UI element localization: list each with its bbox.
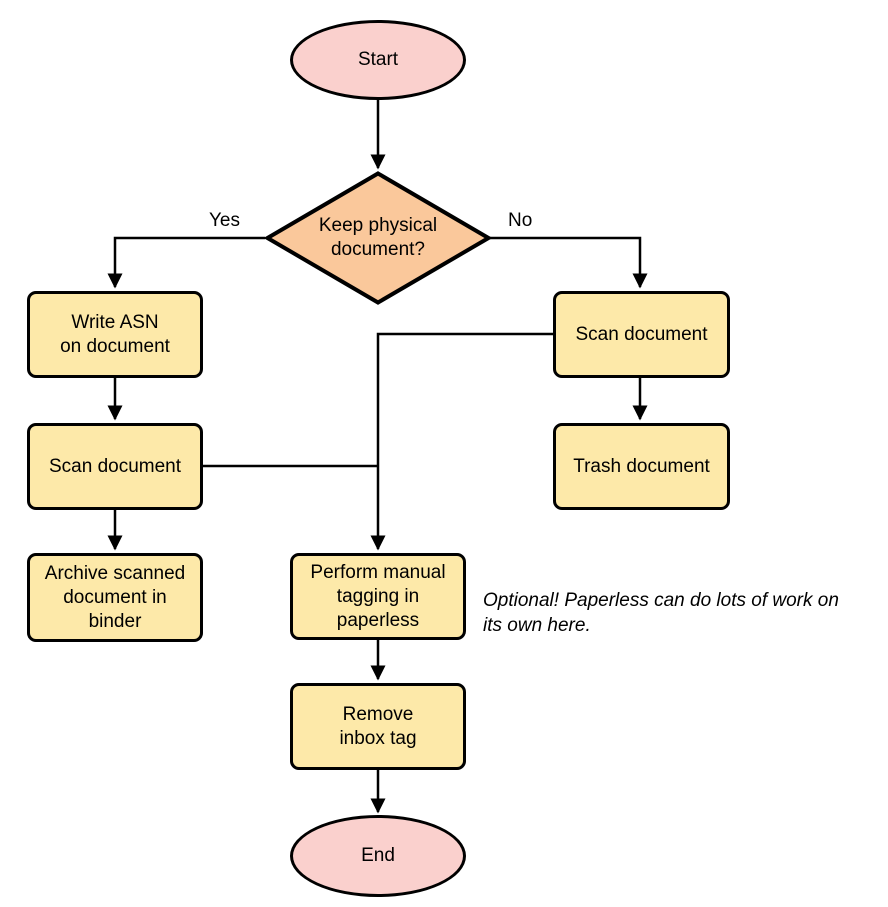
node-scan-document-left[interactable]: Scan document bbox=[27, 423, 203, 510]
node-end[interactable]: End bbox=[290, 815, 466, 897]
node-trash-document[interactable]: Trash document bbox=[553, 423, 730, 510]
node-start-label: Start bbox=[357, 49, 399, 70]
annotation-optional-note-line1: Optional! Paperless can do lots of work … bbox=[483, 590, 839, 611]
node-archive-scanned-document[interactable]: Archive scanned document in binder bbox=[27, 553, 203, 642]
node-archive-scanned-document-label-line1: Archive scanned bbox=[44, 562, 186, 584]
node-perform-manual-tagging-label-line1: Perform manual bbox=[310, 561, 446, 583]
edge-decision-yes-to-write-asn bbox=[107, 236, 265, 289]
node-scan-document-right[interactable]: Scan document bbox=[553, 291, 730, 378]
node-remove-inbox-tag[interactable]: Remove inbox tag bbox=[290, 683, 466, 770]
node-scan-document-right-label: Scan document bbox=[575, 323, 708, 345]
node-perform-manual-tagging-label-line2: tagging in bbox=[336, 585, 420, 607]
edge-scan-right-to-manual-tagging bbox=[370, 332, 553, 551]
diamond-shape bbox=[265, 171, 491, 305]
edge-label-yes: Yes bbox=[209, 210, 240, 231]
edge-label-no: No bbox=[508, 210, 533, 231]
node-start[interactable]: Start bbox=[290, 20, 466, 100]
node-end-label: End bbox=[361, 845, 395, 866]
node-trash-document-label: Trash document bbox=[573, 455, 710, 477]
edge-decision-no-to-scan-right bbox=[490, 236, 648, 289]
node-archive-scanned-document-label-line2: document in bbox=[63, 586, 167, 608]
node-archive-scanned-document-label-line3: binder bbox=[88, 610, 142, 632]
annotation-optional-note-line2: its own here. bbox=[483, 615, 591, 636]
node-write-asn-on-document-label-line1: Write ASN bbox=[71, 311, 159, 333]
node-keep-physical-document[interactable]: Keep physical document? bbox=[265, 171, 491, 305]
node-remove-inbox-tag-label-line1: Remove bbox=[342, 703, 414, 725]
node-write-asn-on-document-label-line2: on document bbox=[60, 335, 170, 357]
node-scan-document-left-label: Scan document bbox=[48, 455, 182, 477]
annotation-optional-note: Optional! Paperless can do lots of work … bbox=[483, 588, 883, 638]
node-write-asn-on-document[interactable]: Write ASN on document bbox=[27, 291, 203, 378]
node-remove-inbox-tag-label-line2: inbox tag bbox=[339, 727, 417, 749]
node-perform-manual-tagging-label-line3: paperless bbox=[336, 609, 420, 631]
node-perform-manual-tagging[interactable]: Perform manual tagging in paperless bbox=[290, 553, 466, 640]
